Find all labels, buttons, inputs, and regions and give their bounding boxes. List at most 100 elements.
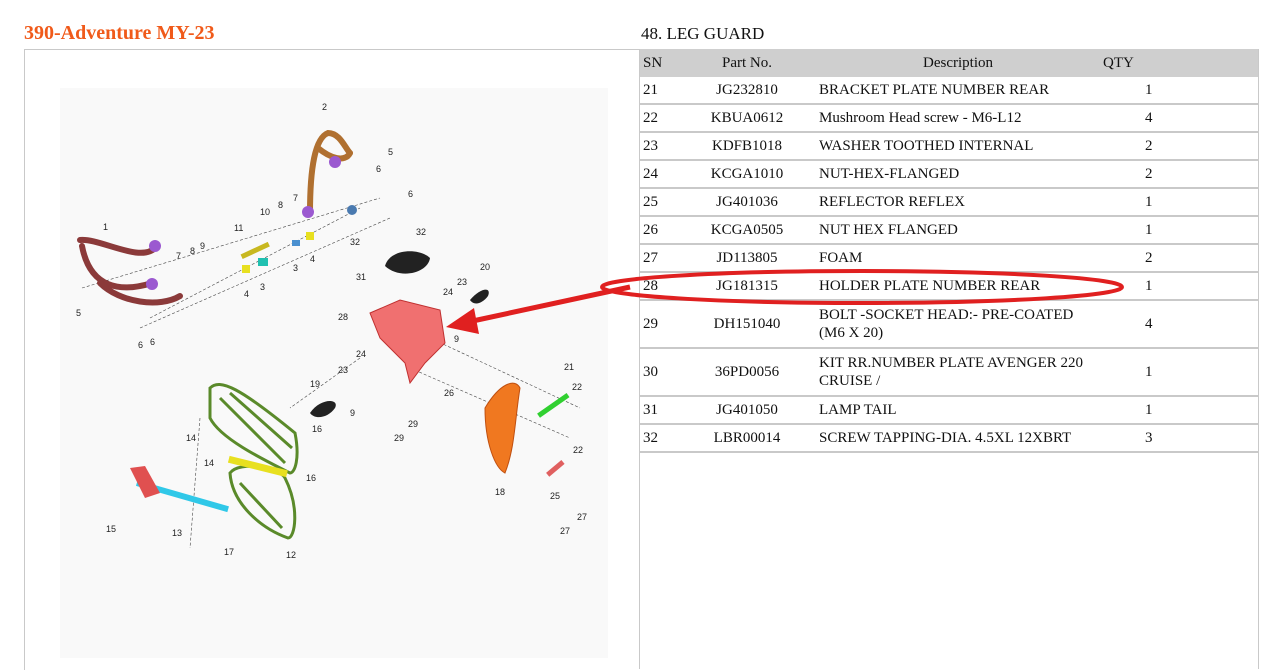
holder-plate-part: [369, 299, 446, 385]
cell-description: FOAM: [813, 244, 1103, 273]
leg-guard-upper-part: [307, 129, 353, 216]
bolt-part: [240, 241, 270, 260]
table-row[interactable]: 21 JG232810 BRACKET PLATE NUMBER REAR 1: [640, 77, 1258, 105]
cell-part-no: JG401050: [681, 396, 813, 425]
indicator-part: [310, 401, 336, 418]
svg-text:8: 8: [190, 246, 195, 256]
svg-text:9: 9: [350, 408, 355, 418]
spacer-part: [258, 258, 268, 266]
svg-text:20: 20: [480, 262, 490, 272]
svg-text:2: 2: [322, 102, 327, 112]
cell-sn: 24: [640, 160, 681, 189]
header-sn: SN: [640, 49, 681, 77]
cell-qty: 2: [1103, 160, 1258, 189]
cell-qty: 1: [1103, 216, 1258, 245]
mount-bush-part: [149, 240, 161, 252]
table-row[interactable]: 30 36PD0056 KIT RR.NUMBER PLATE AVENGER …: [640, 348, 1258, 397]
svg-text:4: 4: [244, 289, 249, 299]
cell-sn: 28: [640, 272, 681, 301]
cell-description: SCREW TAPPING-DIA. 4.5XL 12XBRT: [813, 424, 1103, 453]
cell-sn: 30: [640, 348, 681, 397]
header-qty: QTY: [1103, 49, 1258, 77]
svg-text:24: 24: [356, 349, 366, 359]
svg-text:24: 24: [443, 287, 453, 297]
cell-part-no: KDFB1018: [681, 132, 813, 161]
cell-part-no: KCGA0505: [681, 216, 813, 245]
cell-part-no: JG401036: [681, 188, 813, 217]
svg-text:16: 16: [312, 424, 322, 434]
svg-text:15: 15: [106, 524, 116, 534]
svg-text:18: 18: [495, 487, 505, 497]
cell-description: WASHER TOOTHED INTERNAL: [813, 132, 1103, 161]
cell-part-no: 36PD0056: [681, 348, 813, 397]
table-row[interactable]: 24 KCGA1010 NUT-HEX-FLANGED 2: [640, 160, 1258, 189]
cell-description: NUT HEX FLANGED: [813, 216, 1103, 245]
plate-part: [130, 466, 160, 498]
table-row-highlighted[interactable]: 28 JG181315 HOLDER PLATE NUMBER REAR 1: [640, 272, 1258, 301]
svg-text:14: 14: [204, 458, 214, 468]
parts-table-container: SN Part No. Description QTY 21 JG232810 …: [639, 49, 1259, 669]
table-row[interactable]: 31 JG401050 LAMP TAIL 1: [640, 396, 1258, 425]
svg-text:17: 17: [224, 547, 234, 557]
svg-text:5: 5: [76, 308, 81, 318]
diagram-background: [60, 88, 608, 658]
cell-part-no: JG181315: [681, 272, 813, 301]
cell-part-no: JG232810: [681, 77, 813, 105]
table-row[interactable]: 29 DH151040 BOLT -SOCKET HEAD:- PRE-COAT…: [640, 300, 1258, 349]
cell-sn: 25: [640, 188, 681, 217]
table-row[interactable]: 23 KDFB1018 WASHER TOOTHED INTERNAL 2: [640, 132, 1258, 161]
tail-lamp-part: [385, 251, 430, 274]
svg-text:25: 25: [550, 491, 560, 501]
table-row[interactable]: 22 KBUA0612 Mushroom Head screw - M6-L12…: [640, 104, 1258, 133]
table-header-row: SN Part No. Description QTY: [640, 49, 1258, 77]
cell-sn: 31: [640, 396, 681, 425]
svg-text:6: 6: [138, 340, 143, 350]
clamp-part: [227, 455, 288, 478]
cell-qty: 2: [1103, 244, 1258, 273]
svg-text:32: 32: [416, 227, 426, 237]
svg-text:22: 22: [573, 445, 583, 455]
table-row[interactable]: 27 JD113805 FOAM 2: [640, 244, 1258, 273]
svg-text:13: 13: [172, 528, 182, 538]
cell-sn: 27: [640, 244, 681, 273]
svg-text:3: 3: [293, 263, 298, 273]
cell-sn: 23: [640, 132, 681, 161]
svg-text:23: 23: [338, 365, 348, 375]
svg-text:29: 29: [408, 419, 418, 429]
svg-text:6: 6: [408, 189, 413, 199]
cell-qty: 1: [1103, 188, 1258, 217]
svg-text:6: 6: [150, 337, 155, 347]
cell-description: REFLECTOR REFLEX: [813, 188, 1103, 217]
cell-part-no: JD113805: [681, 244, 813, 273]
cell-sn: 21: [640, 77, 681, 105]
table-row[interactable]: 32 LBR00014 SCREW TAPPING-DIA. 4.5XL 12X…: [640, 424, 1258, 453]
table-row[interactable]: 25 JG401036 REFLECTOR REFLEX 1: [640, 188, 1258, 217]
table-row[interactable]: 26 KCGA0505 NUT HEX FLANGED 1: [640, 216, 1258, 245]
spacer-part: [292, 240, 300, 246]
section-title: 48. LEG GUARD: [641, 24, 765, 43]
cross-bar-part: [135, 480, 229, 513]
cell-description: Mushroom Head screw - M6-L12: [813, 104, 1103, 133]
cell-qty: 4: [1103, 104, 1258, 133]
svg-text:12: 12: [286, 550, 296, 560]
cell-description: KIT RR.NUMBER PLATE AVENGER 220 CRUISE /: [813, 348, 1103, 397]
svg-text:31: 31: [356, 272, 366, 282]
cell-sn: 26: [640, 216, 681, 245]
cell-description: BRACKET PLATE NUMBER REAR: [813, 77, 1103, 105]
svg-text:1: 1: [103, 222, 108, 232]
bracket-part: [537, 393, 570, 418]
svg-text:5: 5: [388, 147, 393, 157]
cell-sn: 29: [640, 300, 681, 349]
mount-bush-part: [302, 206, 314, 218]
svg-text:11: 11: [234, 223, 243, 233]
cell-part-no: KBUA0612: [681, 104, 813, 133]
svg-text:3: 3: [260, 282, 265, 292]
svg-text:32: 32: [350, 237, 360, 247]
svg-text:7: 7: [293, 193, 298, 203]
mount-bush-part: [347, 205, 357, 215]
cell-description: NUT-HEX-FLANGED: [813, 160, 1103, 189]
indicator-part: [470, 289, 489, 304]
svg-text:16: 16: [306, 473, 316, 483]
cell-description: LAMP TAIL: [813, 396, 1103, 425]
luggage-frame-part: [208, 383, 299, 540]
